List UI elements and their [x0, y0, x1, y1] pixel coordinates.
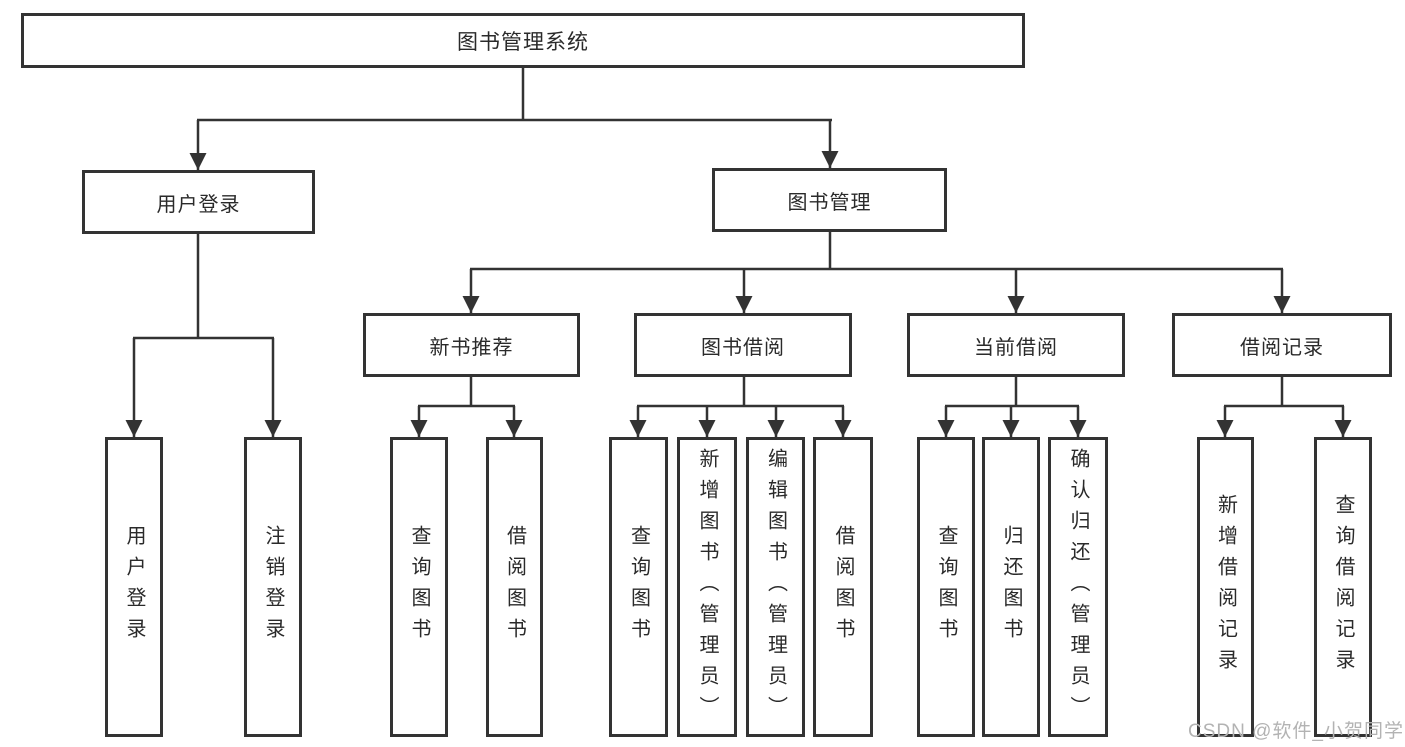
leaf-node-confirm-return-admin: 确认归还（管理员）	[1048, 437, 1108, 737]
node-label: 借阅记录	[1240, 336, 1324, 359]
leaf-node-borrow-books-2: 借阅图书	[813, 437, 873, 737]
leaf-label: 查询借阅记录	[1332, 494, 1354, 680]
node-label: 用户登录	[156, 193, 241, 216]
leaf-label: 确认归还（管理员）	[1067, 447, 1089, 727]
node-user-login-branch: 用户登录	[82, 170, 315, 234]
root-node-library-system: 图书管理系统	[21, 13, 1025, 68]
leaf-node-add-books-admin: 新增图书（管理员）	[677, 437, 737, 737]
leaf-node-return-books: 归还图书	[982, 437, 1040, 737]
leaf-node-query-borrow-record: 查询借阅记录	[1314, 437, 1372, 737]
node-label: 新书推荐	[429, 336, 514, 359]
leaf-node-user-login: 用户登录	[105, 437, 163, 737]
leaf-label: 用户登录	[123, 525, 145, 649]
node-new-book-recommendation: 新书推荐	[363, 313, 580, 377]
leaf-node-query-books-2: 查询图书	[609, 437, 668, 737]
leaf-label: 查询图书	[408, 525, 430, 649]
csdn-watermark: CSDN @软件_小贺同学	[1188, 721, 1404, 742]
leaf-node-edit-books-admin: 编辑图书（管理员）	[746, 437, 805, 737]
node-book-borrowing: 图书借阅	[634, 313, 852, 377]
node-label: 当前借阅	[974, 336, 1058, 359]
node-current-borrowing: 当前借阅	[907, 313, 1125, 377]
leaf-node-borrow-books-1: 借阅图书	[486, 437, 543, 737]
leaf-label: 查询图书	[935, 525, 957, 649]
leaf-node-query-books-3: 查询图书	[917, 437, 975, 737]
leaf-label: 新增借阅记录	[1214, 494, 1237, 680]
node-label: 图书借阅	[701, 336, 785, 359]
node-borrowing-records: 借阅记录	[1172, 313, 1392, 377]
leaf-label: 归还图书	[1000, 525, 1022, 649]
leaf-node-add-borrow-record: 新增借阅记录	[1197, 437, 1254, 737]
leaf-label: 注销登录	[262, 525, 284, 649]
root-node-label: 图书管理系统	[457, 30, 589, 54]
leaf-label: 新增图书（管理员）	[696, 447, 718, 727]
node-book-management-branch: 图书管理	[712, 168, 947, 232]
leaf-node-query-books-1: 查询图书	[390, 437, 448, 737]
leaf-label: 编辑图书（管理员）	[764, 447, 787, 727]
leaf-label: 借阅图书	[503, 525, 526, 649]
leaf-node-logout: 注销登录	[244, 437, 302, 737]
leaf-label: 借阅图书	[832, 525, 854, 649]
leaf-label: 查询图书	[627, 525, 650, 649]
node-label: 图书管理	[787, 191, 872, 214]
